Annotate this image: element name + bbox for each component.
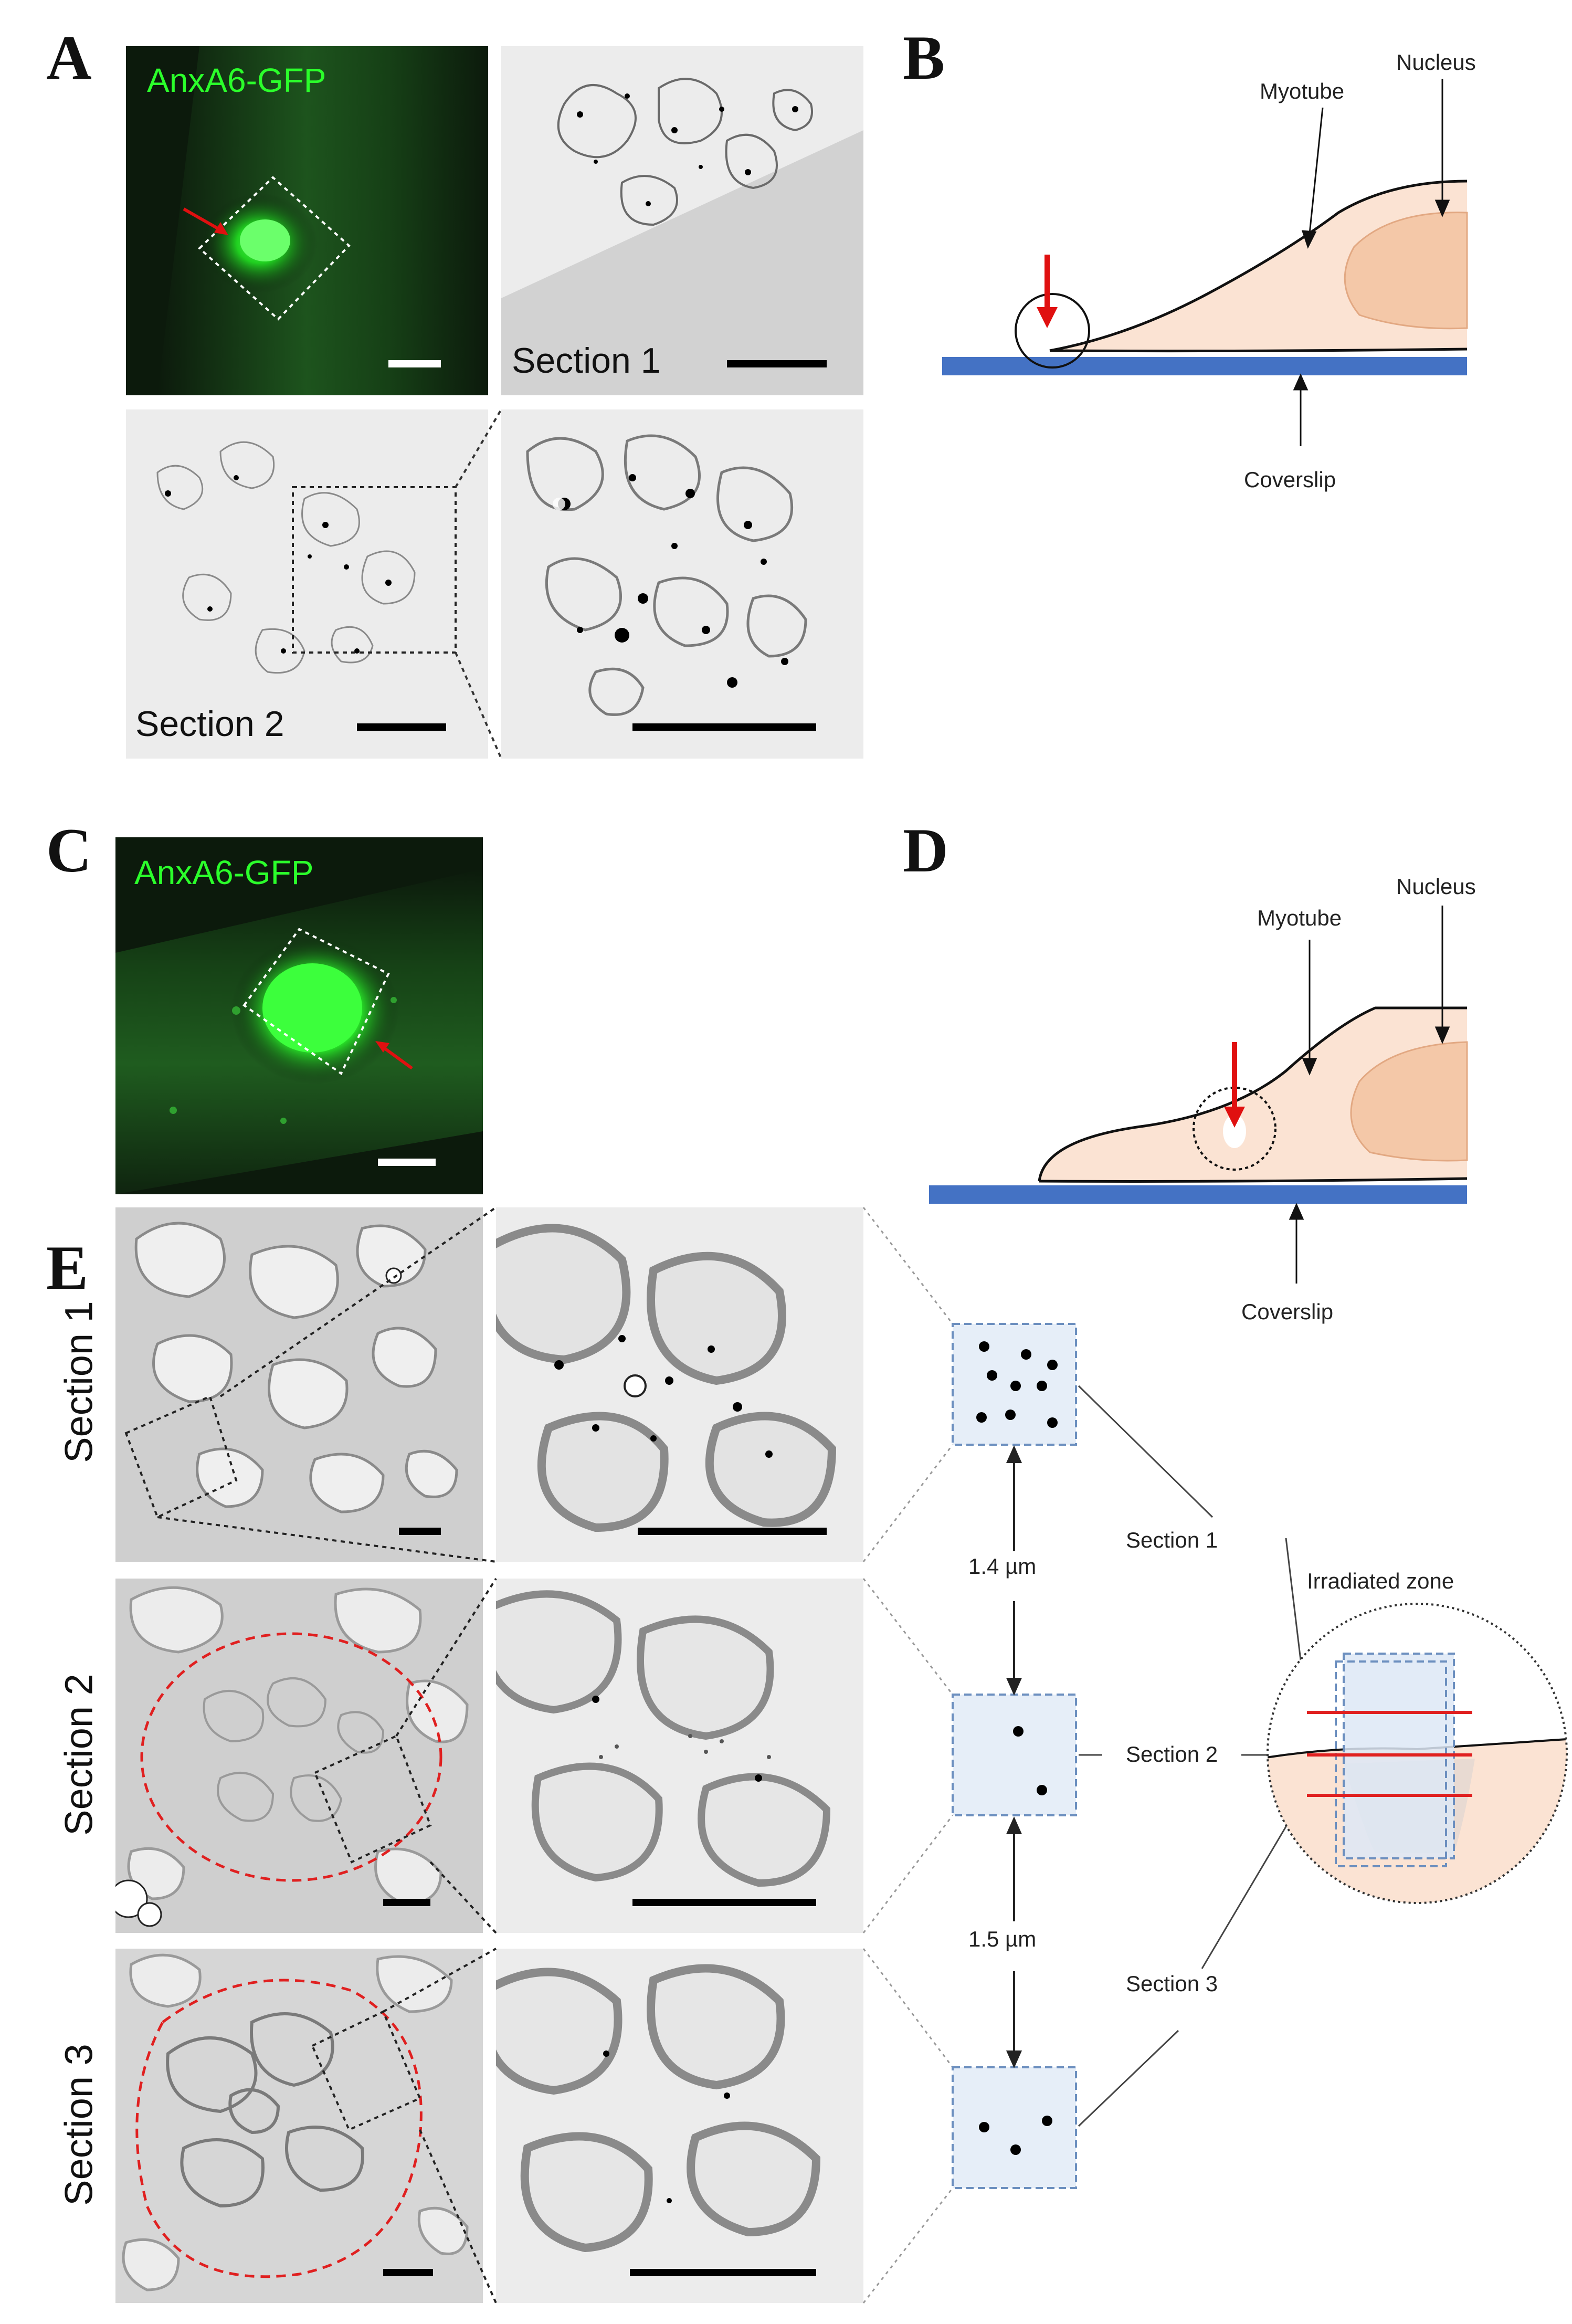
em-image-a-section1: Section 1 (501, 46, 863, 395)
panel-e-section2-row-label: Section 2 (57, 1674, 101, 1836)
panel-letter-c: C (46, 815, 92, 885)
em-zoom-e-section1 (496, 1207, 863, 1562)
em-zoom-a-section2 (501, 409, 863, 759)
panel-letter-e: E (46, 1233, 89, 1302)
spacing-label-1: 1.4 µm (968, 1554, 1037, 1579)
inset-section3-label: Section 3 (1126, 1971, 1218, 1996)
em-zoom-e-section2 (496, 1579, 863, 1933)
em-zoom-e-section3 (496, 1949, 863, 2303)
inset-section1-label: Section 1 (1126, 1528, 1218, 1552)
panel-d-nucleus-label: Nucleus (1396, 874, 1476, 899)
panel-b-myotube-label: Myotube (1260, 79, 1345, 103)
panel-e-section1-row-label: Section 1 (57, 1301, 101, 1463)
fluorescence-image-c: AnxA6-GFP (115, 837, 483, 1194)
panel-a-section1-label: Section 1 (512, 341, 661, 381)
panel-letter-a: A (46, 23, 92, 92)
panel-e-section3-row-label: Section 3 (57, 2044, 101, 2206)
panel-letter-d: D (903, 815, 948, 885)
panel-d-myotube-label: Myotube (1257, 906, 1342, 930)
em-image-e-section2 (115, 1579, 483, 1933)
fluorescence-image-a: AnxA6-GFP (126, 46, 488, 395)
irradiated-zone-label: Irradiated zone (1307, 1569, 1454, 1593)
panel-b-nucleus-label: Nucleus (1396, 50, 1476, 75)
inset-section2-label: Section 2 (1126, 1742, 1218, 1766)
gfp-label-c: AnxA6-GFP (134, 854, 314, 891)
panel-d-coverslip-label: Coverslip (1241, 1299, 1334, 1324)
gfp-label-a: AnxA6-GFP (147, 61, 326, 99)
panel-a-section2-label: Section 2 (135, 704, 284, 744)
em-image-e-section1 (115, 1207, 483, 1562)
panel-b-coverslip-label: Coverslip (1244, 467, 1336, 492)
em-image-a-section2: Section 2 (126, 409, 488, 759)
panel-letter-b: B (903, 23, 945, 92)
em-image-e-section3 (115, 1949, 483, 2303)
spacing-label-2: 1.5 µm (968, 1927, 1037, 1951)
